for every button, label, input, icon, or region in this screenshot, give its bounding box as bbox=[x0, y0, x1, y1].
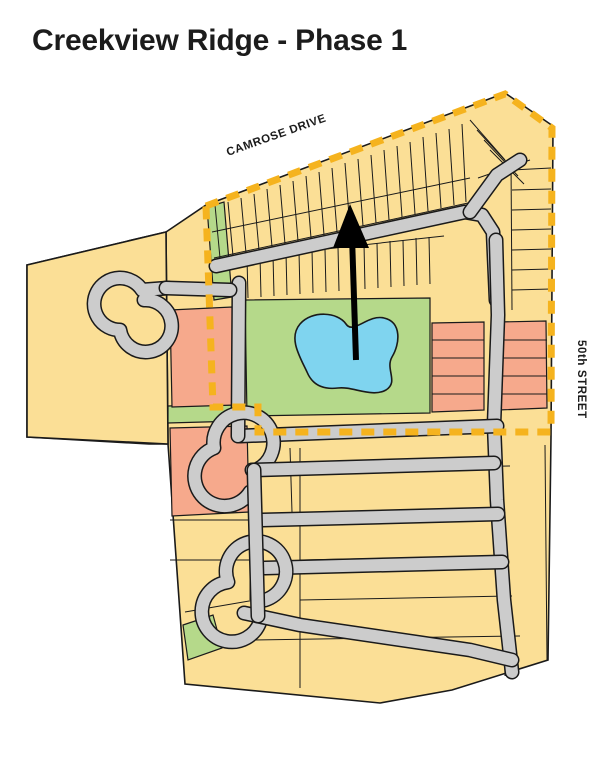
multi-family-parcel-east-b bbox=[497, 320, 548, 411]
north-arrow bbox=[333, 204, 369, 361]
road-sw-culdesac bbox=[195, 535, 292, 648]
page-title: Creekview Ridge - Phase 1 bbox=[32, 24, 408, 57]
road-south-ew-a bbox=[246, 457, 500, 476]
storm-pond bbox=[294, 313, 399, 394]
label-50th-street: 50th STREET bbox=[575, 340, 587, 419]
multi-family-parcel-nw bbox=[169, 306, 237, 408]
road-south-ew-c bbox=[259, 556, 508, 574]
road-south-diagonal bbox=[238, 607, 518, 666]
road-ne-link bbox=[464, 154, 526, 218]
road-south-ew-b bbox=[256, 508, 504, 526]
road-south-ns bbox=[248, 464, 264, 622]
phase-1-boundary bbox=[202, 90, 556, 436]
label-camrose-drive: CAMROSE DRIVE bbox=[225, 112, 328, 158]
road-west-link bbox=[160, 282, 236, 296]
road-west-culdesac bbox=[88, 272, 178, 358]
road-south-culdesac bbox=[188, 406, 280, 513]
parcel-fills bbox=[26, 92, 554, 704]
parcel-west-block bbox=[26, 230, 169, 445]
multi-family-parcel-east-a bbox=[431, 321, 485, 413]
